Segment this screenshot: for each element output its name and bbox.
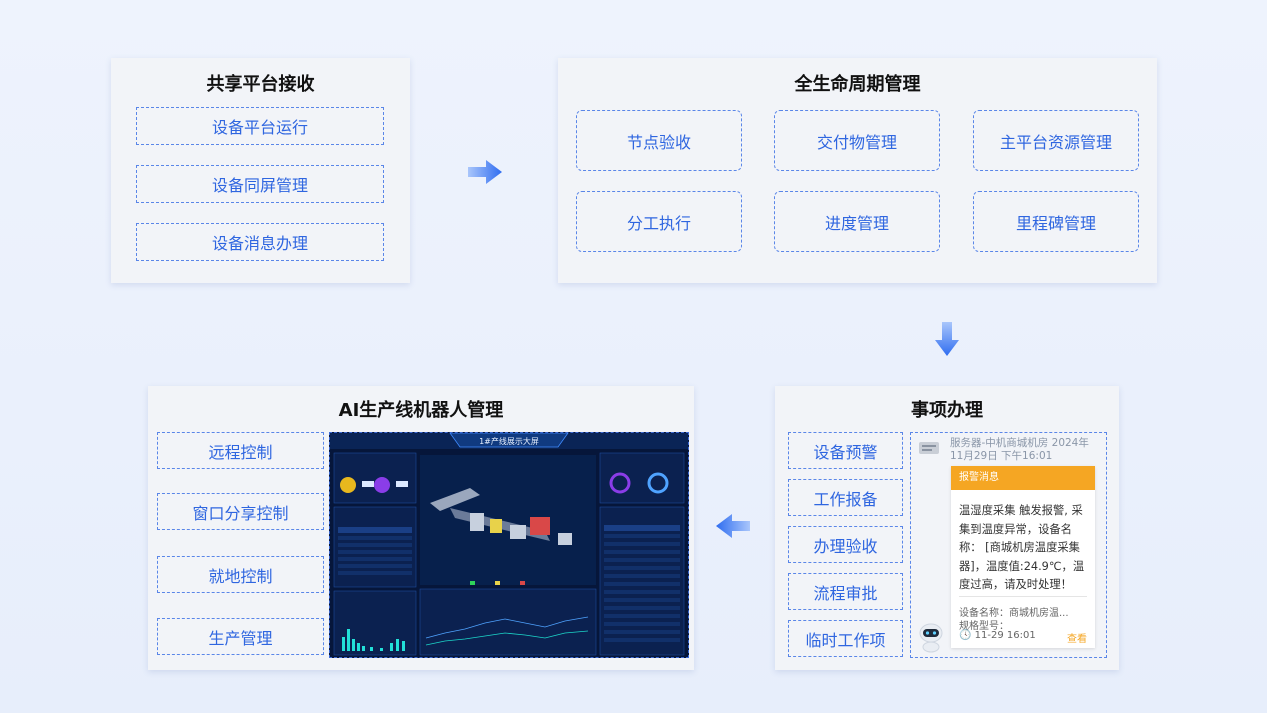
deliverable-management-item[interactable]: 交付物管理 xyxy=(774,110,940,171)
message-meta: 服务器-中机商城机房 2024年11月29日 下午16:01 xyxy=(950,437,1100,463)
matters-title: 事项办理 xyxy=(911,400,983,421)
work-report-item[interactable]: 工作报备 xyxy=(788,479,903,516)
local-control-item[interactable]: 就地控制 xyxy=(157,556,324,593)
milestone-management-item[interactable]: 里程碑管理 xyxy=(973,191,1139,252)
device-screen-share-item[interactable]: 设备同屏管理 xyxy=(136,165,384,203)
alarm-message-card[interactable]: 报警消息 温湿度采集 触发报警, 采集到温度异常，设备名称： [商城机房温度采集… xyxy=(951,466,1095,648)
main-platform-resource-item[interactable]: 主平台资源管理 xyxy=(973,110,1139,171)
window-share-control-item[interactable]: 窗口分享控制 xyxy=(157,493,324,530)
node-acceptance-item[interactable]: 节点验收 xyxy=(576,110,742,171)
model-text: 规格型号： xyxy=(959,621,1009,632)
arrow-right-icon xyxy=(468,160,502,184)
division-execution-item[interactable]: 分工执行 xyxy=(576,191,742,252)
robot-avatar-icon xyxy=(919,623,943,653)
process-approval-item[interactable]: 流程审批 xyxy=(788,573,903,610)
production-management-item[interactable]: 生产管理 xyxy=(157,618,324,655)
device-name-text: 设备名称：商城机房温... xyxy=(959,608,1069,619)
alarm-message-header: 报警消息 xyxy=(951,466,1095,490)
temporary-work-item[interactable]: 临时工作项 xyxy=(788,620,903,657)
clock-icon: 🕓 xyxy=(959,630,972,641)
message-sender: 服务器-中机商城机房 xyxy=(950,437,1049,449)
dashboard-title: 1#产线展示大屏 xyxy=(479,436,539,446)
production-line-dashboard[interactable]: 1#产线展示大屏 xyxy=(329,432,689,658)
arrow-down-icon xyxy=(935,322,959,356)
arrow-left-icon xyxy=(716,514,750,538)
alarm-message-body: 温湿度采集 触发报警, 采集到温度异常，设备名称： [商城机房温度采集器]，温度… xyxy=(959,504,1085,591)
view-link[interactable]: 查看 xyxy=(1067,634,1087,645)
device-warning-item[interactable]: 设备预警 xyxy=(788,432,903,469)
short-time: 🕓 11-29 16:01 xyxy=(959,630,1036,641)
lifecycle-card: 全生命周期管理 节点验收 交付物管理 主平台资源管理 分工执行 进度管理 里程碑… xyxy=(558,58,1157,283)
message-time: 2024年11月29日 下午16:01 xyxy=(950,437,1089,462)
alarm-message-panel: 服务器-中机商城机房 2024年11月29日 下午16:01 报警消息 温湿度采… xyxy=(910,432,1107,658)
handle-acceptance-item[interactable]: 办理验收 xyxy=(788,526,903,563)
message-divider xyxy=(959,596,1087,597)
device-message-item[interactable]: 设备消息办理 xyxy=(136,223,384,261)
shared-platform-title: 共享平台接收 xyxy=(206,74,315,95)
ai-robot-title: AI生产线机器人管理 xyxy=(338,400,504,421)
remote-control-item[interactable]: 远程控制 xyxy=(157,432,324,469)
device-platform-run-item[interactable]: 设备平台运行 xyxy=(136,107,384,145)
shared-platform-card: 共享平台接收 设备平台运行 设备同屏管理 设备消息办理 xyxy=(111,58,410,283)
server-icon xyxy=(919,442,939,454)
progress-management-item[interactable]: 进度管理 xyxy=(774,191,940,252)
lifecycle-title: 全生命周期管理 xyxy=(794,74,921,95)
